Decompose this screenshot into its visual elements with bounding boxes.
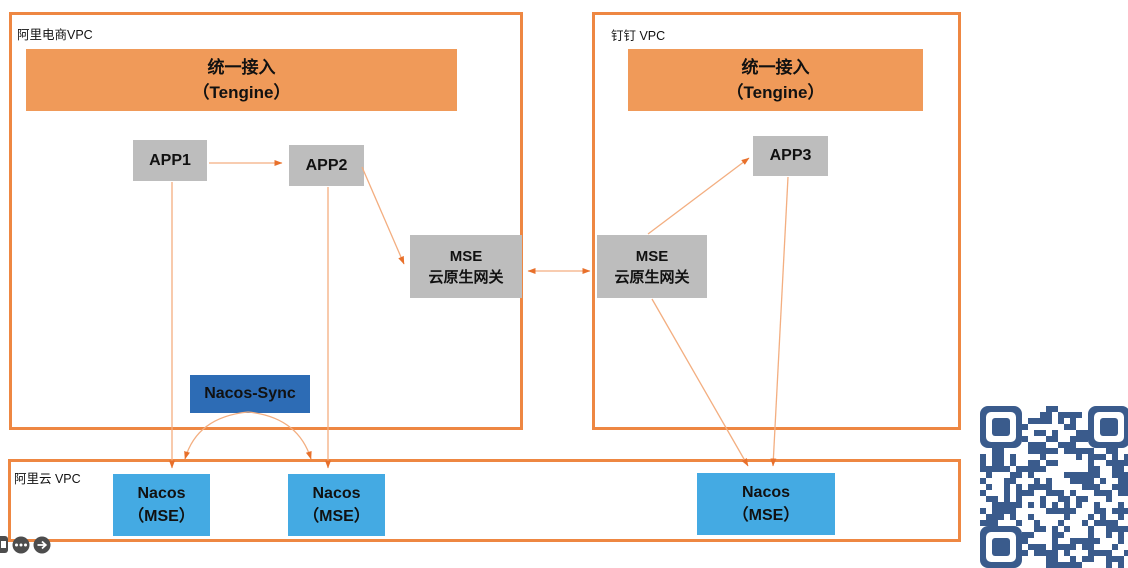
node-app2: APP2 xyxy=(289,145,364,186)
more-icon[interactable] xyxy=(12,536,30,554)
nacos-left-line1: Nacos xyxy=(137,484,186,502)
tengine-right-line2: （Tengine） xyxy=(726,83,825,102)
node-nacos-right: Nacos （MSE） xyxy=(697,473,835,535)
nacos-middle-line1: Nacos xyxy=(312,484,361,502)
qr-code xyxy=(980,406,1128,568)
node-nacos-sync: Nacos-Sync xyxy=(190,375,310,413)
nacos-sync-label: Nacos-Sync xyxy=(204,385,296,402)
vpc-box-alicloud xyxy=(8,459,961,542)
app3-label: APP3 xyxy=(769,147,812,164)
nacos-right-line1: Nacos xyxy=(741,483,791,501)
vpc-label-dingtalk: 钉钉 VPC xyxy=(611,29,666,43)
node-app1: APP1 xyxy=(133,140,207,181)
app2-label: APP2 xyxy=(305,156,348,174)
forward-icon[interactable] xyxy=(33,536,51,554)
mse-gateway-left-line2: 云原生网关 xyxy=(428,268,504,286)
node-nacos-middle: Nacos （MSE） xyxy=(288,474,385,536)
tengine-right-line1: 统一接入 xyxy=(741,57,810,77)
nacos-left-line2: （MSE） xyxy=(128,508,195,525)
vpc-label-ali-ecommerce: 阿里电商VPC xyxy=(17,28,93,42)
node-tengine-right: 统一接入 （Tengine） xyxy=(628,49,923,111)
mse-gateway-right-line2: 云原生网关 xyxy=(614,268,690,286)
app1-label: APP1 xyxy=(149,151,191,169)
partial-toolbar-icon[interactable] xyxy=(0,535,9,554)
node-mse-gateway-left: MSE 云原生网关 xyxy=(410,235,522,298)
node-tengine-left: 统一接入 （Tengine） xyxy=(26,49,457,111)
tengine-left-line2: （Tengine） xyxy=(192,83,291,102)
node-mse-gateway-right: MSE 云原生网关 xyxy=(597,235,707,298)
nacos-middle-line2: （MSE） xyxy=(303,508,370,525)
node-app3: APP3 xyxy=(753,136,828,176)
vpc-label-alicloud: 阿里云 VPC xyxy=(14,472,81,486)
mse-gateway-right-line1: MSE xyxy=(635,247,669,265)
tengine-left-line1: 统一接入 xyxy=(207,57,276,77)
nacos-right-line2: （MSE） xyxy=(732,507,800,524)
node-nacos-left: Nacos （MSE） xyxy=(113,474,210,536)
mse-gateway-left-line1: MSE xyxy=(449,247,483,265)
